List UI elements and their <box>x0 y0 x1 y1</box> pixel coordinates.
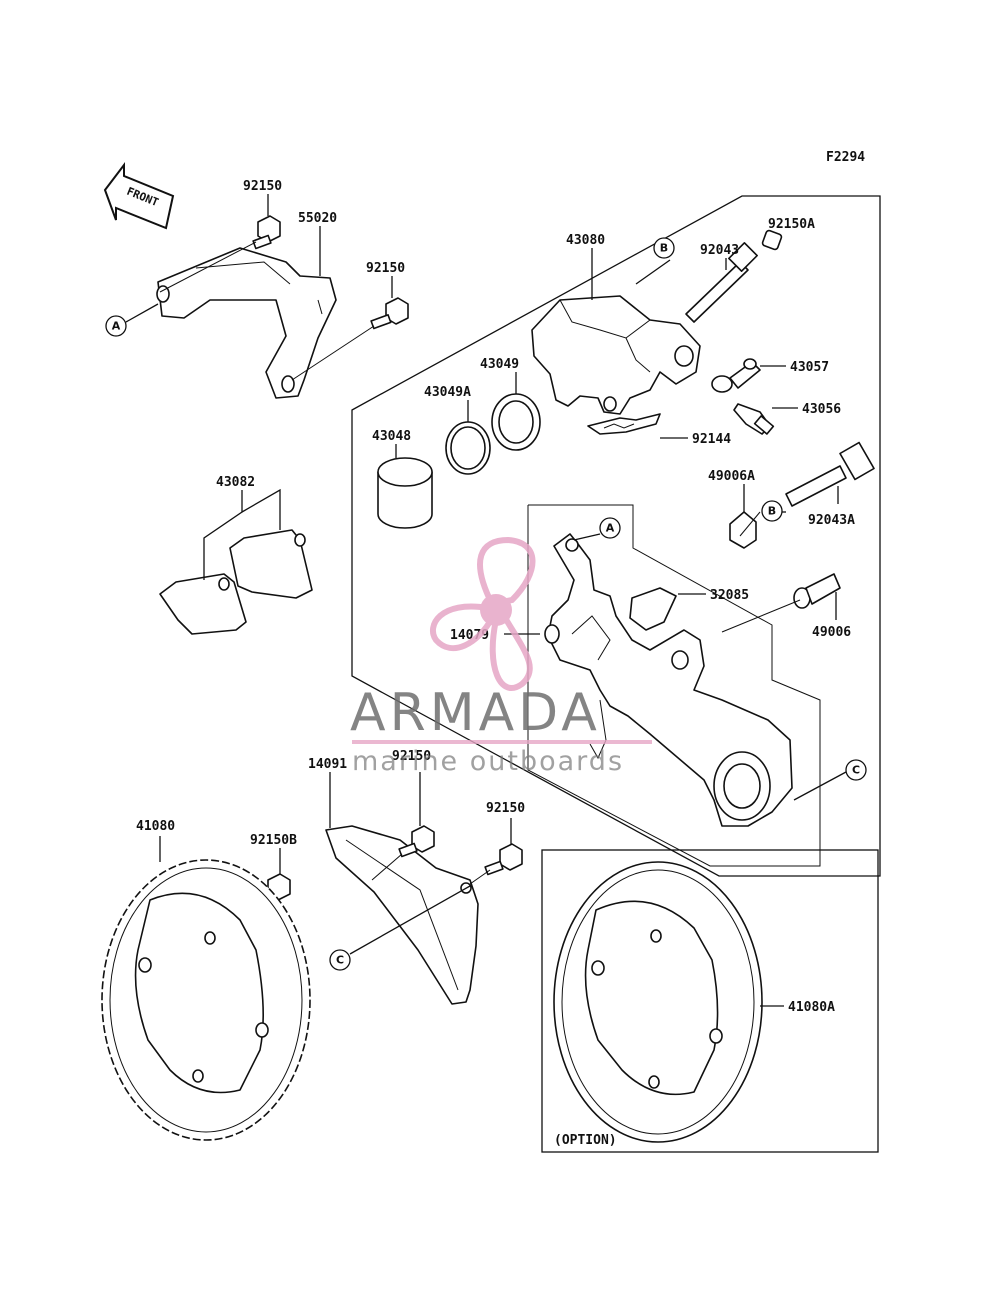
caliper-bracket-14079 <box>544 533 793 827</box>
caliper-body <box>531 295 701 415</box>
ref-circle-c-right: C <box>845 759 867 781</box>
pad-clip-32085 <box>629 587 677 631</box>
callout-49006: 49006 <box>812 625 851 640</box>
bleeder-valve-43056 <box>733 403 775 435</box>
pad-spring-92144 <box>587 413 661 435</box>
callout-43082: 43082 <box>216 475 255 490</box>
watermark-brand: ARMADA <box>350 683 601 743</box>
svg-text:A: A <box>112 320 121 333</box>
propeller-logo-icon <box>429 536 536 691</box>
callout-32085: 32085 <box>710 588 749 603</box>
svg-text:B: B <box>768 505 776 518</box>
callout-41080A: 41080A <box>788 1000 835 1015</box>
caliper-assembly-frame <box>351 195 881 877</box>
svg-text:C: C <box>336 954 344 967</box>
callout-14091: 14091 <box>308 757 347 772</box>
front-arrow-icon: FRONT <box>103 162 175 230</box>
boot-49006A <box>729 511 757 549</box>
callout-43057: 43057 <box>790 360 829 375</box>
callout-41080: 41080 <box>136 819 175 834</box>
bleeder-cap-43057 <box>711 358 761 393</box>
brake-pads-43082 <box>159 529 313 635</box>
bolt-92150-guard-right <box>484 843 523 876</box>
dust-seal-43049A <box>445 421 491 475</box>
leader-lines <box>125 194 847 1007</box>
callout-92043: 92043 <box>700 243 739 258</box>
brake-disc-41080A <box>553 861 763 1143</box>
callout-43056: 43056 <box>802 402 841 417</box>
callout-92150-top: 92150 <box>243 179 282 194</box>
watermark-tagline: marine outboards <box>352 746 624 777</box>
svg-text:B: B <box>660 242 668 255</box>
ref-circle-a-left: A <box>105 315 127 337</box>
callout-43049A: 43049A <box>424 385 471 400</box>
disc-guard-14091 <box>325 825 479 1005</box>
callout-43080: 43080 <box>566 233 605 248</box>
callout-92150-guard-top: 92150 <box>392 749 431 764</box>
callout-92150-right: 92150 <box>366 261 405 276</box>
piston-seal-43049 <box>491 393 541 451</box>
bolt-92150-right <box>370 297 409 330</box>
callout-92144: 92144 <box>692 432 731 447</box>
callout-92150A: 92150A <box>768 217 815 232</box>
plug-92150A <box>761 229 783 251</box>
svg-text:C: C <box>852 764 860 777</box>
callout-49006A: 49006A <box>708 469 755 484</box>
pin-92043A <box>785 441 875 507</box>
bracket-subframe <box>527 504 821 867</box>
watermark: ARMADA marine outboards <box>350 536 652 777</box>
figure-code: F2294 <box>826 150 865 165</box>
bolt-92150-top <box>252 215 281 250</box>
option-label: (OPTION) <box>554 1133 617 1148</box>
callout-43049: 43049 <box>480 357 519 372</box>
ref-circle-c-guard: C <box>329 949 351 971</box>
caliper-mount-bracket <box>156 247 337 399</box>
ref-circle-b-top: B <box>653 237 675 259</box>
piston-43048 <box>377 457 433 529</box>
bolt-92150-guard-top <box>398 825 435 858</box>
callout-43048: 43048 <box>372 429 411 444</box>
callout-92043A: 92043A <box>808 513 855 528</box>
boot-49006 <box>793 573 841 609</box>
brake-disc-41080 <box>101 859 311 1141</box>
callout-92150B: 92150B <box>250 833 297 848</box>
pin-92043 <box>685 242 758 323</box>
callout-92150-guard-right: 92150 <box>486 801 525 816</box>
ref-circle-b-right: B <box>761 500 783 522</box>
option-box <box>541 849 879 1153</box>
svg-text:A: A <box>606 522 615 535</box>
callout-55020: 55020 <box>298 211 337 226</box>
ref-circle-a-bracket: A <box>599 517 621 539</box>
